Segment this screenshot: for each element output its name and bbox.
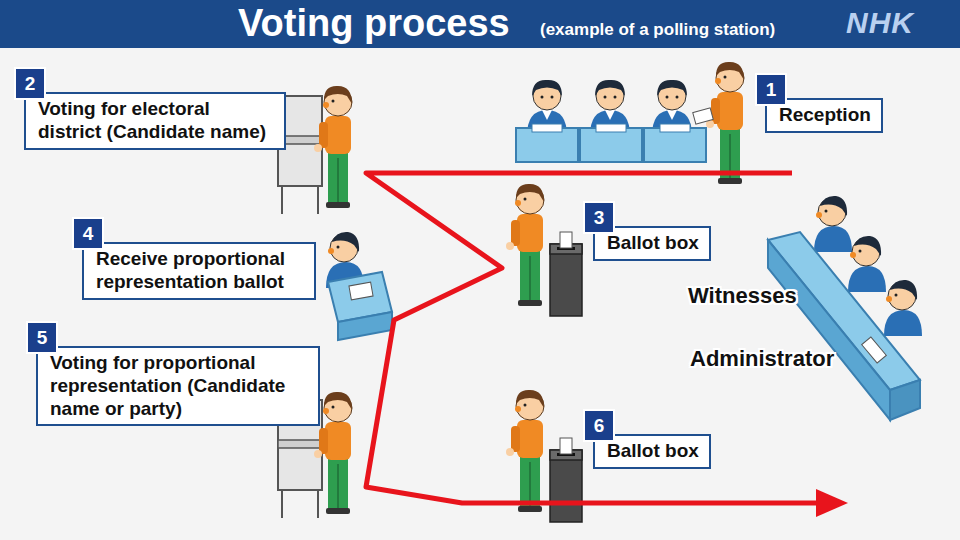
ballot-desk	[326, 232, 392, 340]
callout-box: 6Ballot box	[593, 434, 711, 469]
callout-number: 2	[14, 67, 46, 100]
callout-box: 1Reception	[765, 98, 883, 133]
ballot-box	[506, 184, 582, 316]
callout-text: Voting for electoral district (Candidate…	[26, 94, 284, 148]
callout-number: 5	[26, 321, 58, 354]
broadcaster-logo: NHK	[846, 6, 914, 40]
voter-flow-arrow	[366, 173, 848, 517]
callout-number: 1	[755, 73, 787, 106]
reception-desk	[516, 80, 706, 162]
callout-number: 3	[583, 201, 615, 234]
callout-box: 3Ballot box	[593, 226, 711, 261]
callout-number: 4	[72, 217, 104, 250]
callout-box: 5Voting for proportional representation …	[36, 346, 320, 426]
voter-figure	[693, 62, 744, 184]
subtitle: (example of a polling station)	[540, 20, 775, 40]
area-label: Witnesses	[688, 283, 797, 309]
area-label: Administrator	[690, 346, 834, 372]
callout-box: 4Receive proportional representation bal…	[82, 242, 316, 300]
callout-number: 6	[583, 409, 615, 442]
callout-box: 2Voting for electoral district (Candidat…	[24, 92, 286, 150]
callout-text: Voting for proportional representation (…	[38, 348, 318, 424]
callout-text: Receive proportional representation ball…	[84, 244, 314, 298]
title-bar	[0, 0, 960, 48]
voting-booth	[278, 86, 352, 214]
page-title: Voting process	[238, 2, 510, 45]
